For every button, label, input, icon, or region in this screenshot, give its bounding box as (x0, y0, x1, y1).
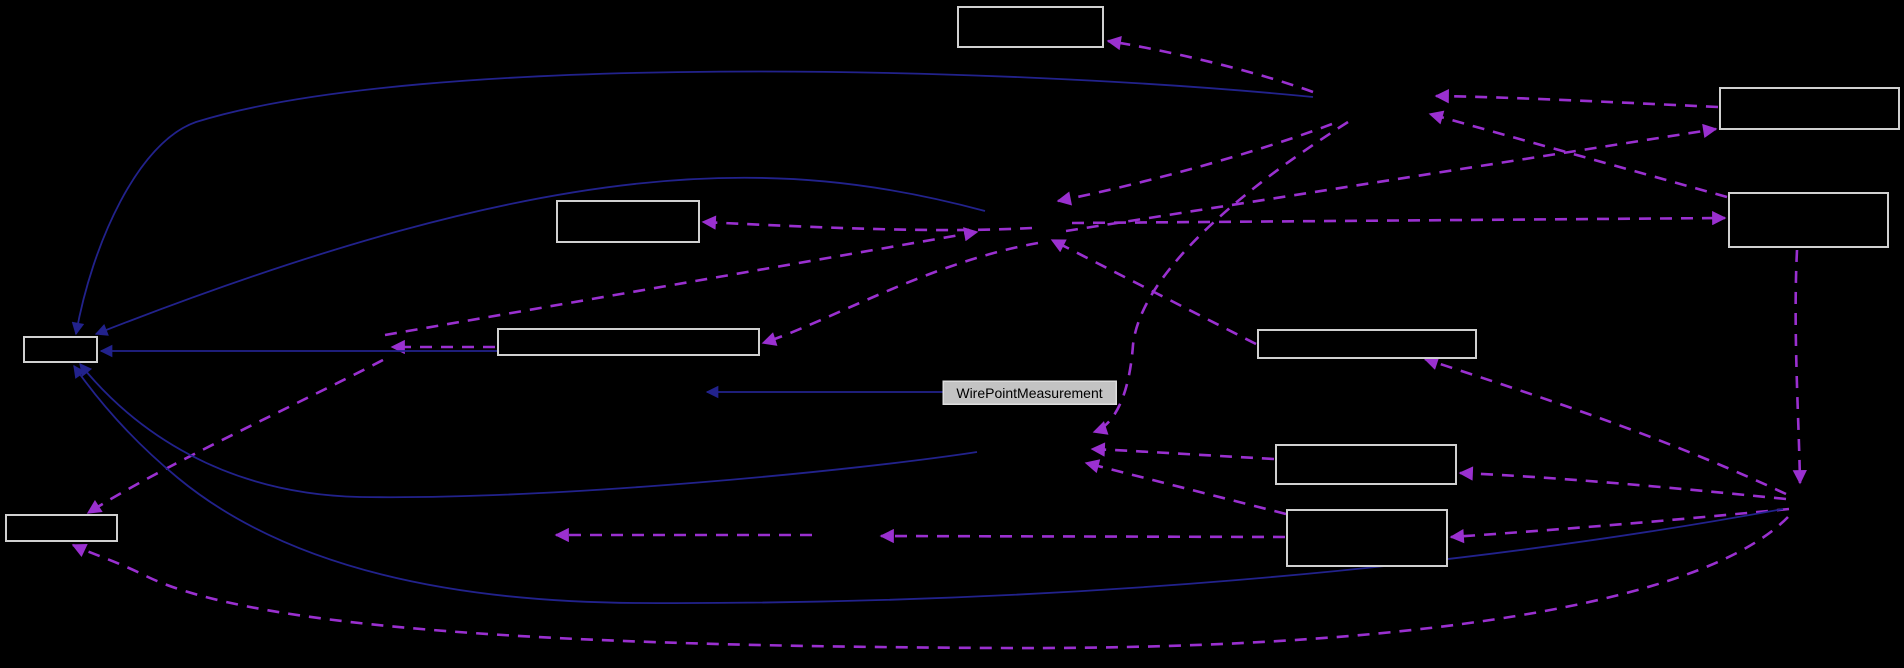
usage-edge (71, 516, 1789, 650)
main-node: WirePointMeasurement (942, 380, 1117, 405)
class-node-box[interactable] (1275, 444, 1457, 485)
usage-edge (1071, 210, 1727, 226)
node-boxes (5, 6, 1900, 567)
usage-edge (1423, 356, 1787, 496)
usage-edge (1449, 507, 1790, 544)
usage-edges (71, 35, 1807, 650)
usage-edge (1065, 123, 1718, 233)
usage-edge (1090, 442, 1275, 461)
class-node-box[interactable] (23, 336, 98, 363)
usage-edge (1084, 459, 1287, 516)
class-node-box[interactable] (1257, 329, 1477, 359)
usage-edge (1428, 110, 1728, 199)
class-node-box[interactable] (5, 514, 118, 542)
usage-edge (1434, 89, 1719, 109)
main-node-box (942, 380, 1117, 405)
inheritance-edge (71, 70, 1314, 336)
inheritance-edges (71, 70, 1784, 604)
inheritance-edge (94, 176, 986, 336)
main-node-label: WirePointMeasurement (956, 385, 1102, 401)
class-node-box[interactable] (497, 328, 760, 356)
usage-edge (1792, 249, 1807, 485)
inheritance-edge (79, 363, 978, 499)
class-node-box[interactable] (1728, 192, 1889, 248)
usage-edge (701, 215, 1033, 232)
inheritance-edge (73, 364, 1784, 604)
class-node-box[interactable] (957, 6, 1104, 48)
usage-edge (384, 227, 979, 337)
usage-edge (1092, 120, 1349, 435)
usage-edge (879, 528, 1286, 544)
usage-edge (86, 358, 384, 515)
usage-edge (1106, 35, 1314, 94)
class-node-box[interactable] (556, 200, 700, 243)
usage-edge (761, 241, 1039, 346)
class-node-box[interactable] (1286, 509, 1448, 567)
usage-edge (1458, 466, 1787, 501)
class-node-box[interactable] (1719, 87, 1900, 130)
usage-edge (1050, 238, 1257, 346)
usage-edge (1056, 122, 1333, 206)
